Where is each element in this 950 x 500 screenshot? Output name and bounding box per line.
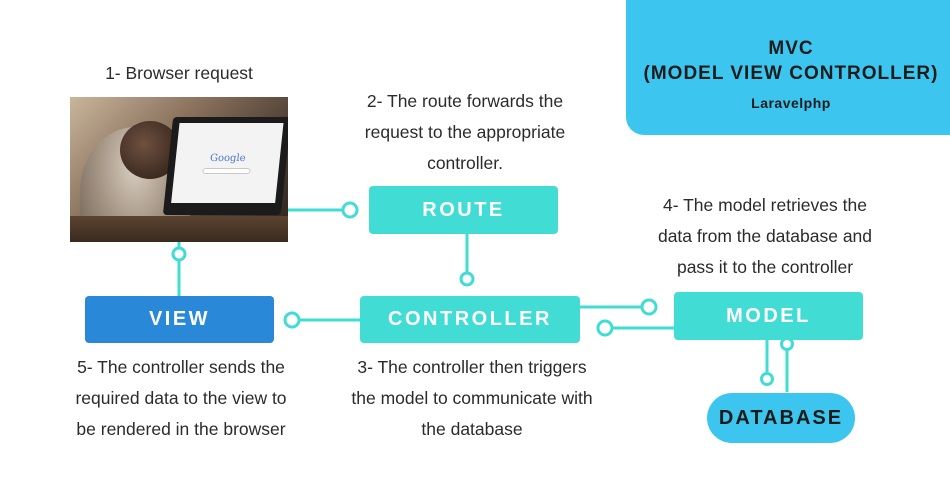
view-label: VIEW: [148, 308, 211, 330]
search-bar-graphic: [202, 167, 251, 174]
step-5-line: be rendered in the browser: [76, 419, 286, 439]
view-node: VIEW: [85, 296, 274, 343]
step-5-line: required data to the view to: [75, 388, 287, 408]
desk-graphic: [70, 216, 288, 242]
controller-label: CONTROLLER: [388, 308, 552, 330]
diagram-subtitle: (MODEL VIEW CONTROLLER): [643, 63, 939, 84]
browser-photo: Google: [70, 97, 288, 242]
step-5-line: 5- The controller sends the: [77, 357, 285, 377]
step-4-line: data from the database and: [657, 226, 873, 246]
connector-node: [760, 372, 774, 386]
step-1-line: 1- Browser request: [105, 63, 253, 83]
model-label: MODEL: [726, 304, 811, 327]
step-3-caption: 3- The controller then triggers the mode…: [322, 352, 622, 445]
route-label: ROUTE: [422, 198, 505, 221]
step-4-line: pass it to the controller: [676, 257, 854, 277]
database-label: DATABASE: [718, 406, 844, 429]
route-node: ROUTE: [369, 186, 558, 234]
step-3-line: the model to communicate with: [351, 388, 593, 408]
connector-node: [283, 311, 301, 329]
step-5-caption: 5- The controller sends the required dat…: [40, 352, 322, 445]
model-node: MODEL: [674, 292, 863, 340]
controller-node: CONTROLLER: [360, 296, 580, 343]
step-2-caption: 2- The route forwards the request to the…: [320, 86, 610, 179]
connector-node: [780, 337, 794, 351]
step-1-caption: 1- Browser request: [70, 58, 288, 89]
step-2-line: controller.: [427, 153, 503, 173]
connector-node: [640, 298, 658, 316]
screen-logo: Google: [209, 152, 247, 164]
connector-node: [171, 246, 187, 262]
step-4-caption: 4- The model retrieves the data from the…: [620, 190, 910, 283]
step-4-line: 4- The model retrieves the: [663, 195, 867, 215]
step-2-line: 2- The route forwards the: [366, 91, 564, 111]
step-3-line: the database: [421, 419, 523, 439]
framework-label: Laravelphp: [751, 95, 831, 111]
diagram-title: MVC: [768, 38, 814, 59]
laptop-image: Google: [162, 117, 288, 215]
database-node: DATABASE: [707, 393, 855, 443]
step-3-line: 3- The controller then triggers: [357, 357, 587, 377]
connector-node: [341, 201, 359, 219]
connector-node: [596, 319, 614, 337]
title-card: MVC (MODEL VIEW CONTROLLER) Laravelphp: [626, 0, 950, 135]
connector-node: [459, 271, 475, 287]
step-2-line: request to the appropriate: [364, 122, 566, 142]
